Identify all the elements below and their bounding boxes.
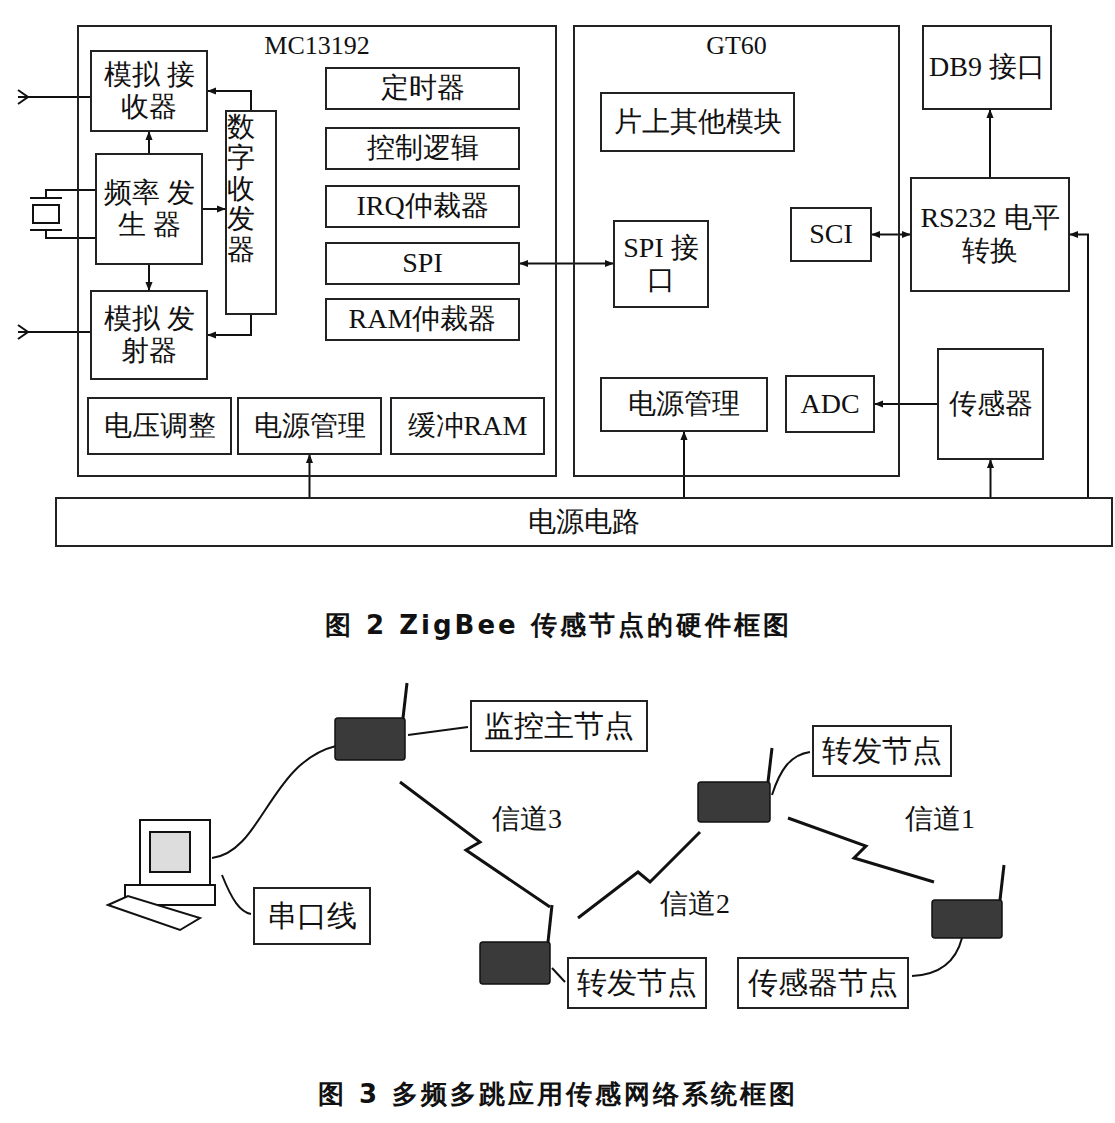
box-label: 模拟 发射器 bbox=[92, 303, 206, 367]
rf-input-chevron bbox=[18, 90, 28, 104]
process-box: 控制逻辑 bbox=[325, 127, 520, 170]
process-box: 缓冲RAM bbox=[390, 397, 545, 455]
power-band: 电源电路 bbox=[55, 497, 1113, 547]
signal-arrow bbox=[203, 208, 225, 210]
box-label: 缓冲RAM bbox=[408, 410, 528, 442]
device-icon bbox=[932, 900, 1002, 938]
process-box: ADC bbox=[785, 375, 875, 433]
computer-monitor bbox=[140, 820, 210, 885]
process-box: 模拟 接收器 bbox=[90, 50, 208, 132]
channel-label: 信道3 bbox=[492, 800, 562, 838]
box-label: 电源管理 bbox=[254, 410, 366, 442]
radio-link bbox=[400, 782, 550, 907]
leader-line bbox=[222, 875, 251, 914]
process-box: IRQ仲裁器 bbox=[325, 185, 520, 228]
box-label: 传感器 bbox=[949, 388, 1033, 420]
box-label: IRQ仲裁器 bbox=[356, 190, 488, 222]
process-box: 数字收发器 bbox=[225, 110, 277, 315]
crystal-leads bbox=[46, 190, 95, 238]
process-box: 传感器节点 bbox=[737, 957, 909, 1009]
process-box: 模拟 发射器 bbox=[90, 290, 208, 380]
crystal-plates bbox=[30, 198, 62, 230]
figure-caption: 图 2 ZigBee 传感节点的硬件框图 bbox=[325, 608, 792, 643]
box-label: 转发节点 bbox=[822, 734, 942, 769]
box-label: SPI bbox=[402, 247, 442, 279]
box-label: 模拟 接收器 bbox=[92, 59, 206, 123]
device-icon bbox=[335, 718, 405, 760]
channel-label: 信道2 bbox=[660, 885, 730, 923]
box-label: 传感器节点 bbox=[748, 966, 898, 1001]
signal-arrow bbox=[208, 91, 251, 110]
process-box: 电源管理 bbox=[600, 377, 768, 432]
device-icon bbox=[480, 942, 550, 984]
signal-arrow bbox=[989, 110, 991, 177]
signal-arrow bbox=[872, 234, 910, 236]
process-box: 片上其他模块 bbox=[600, 92, 795, 152]
box-label: 定时器 bbox=[381, 72, 465, 104]
signal-arrow bbox=[1070, 235, 1088, 498]
rf-output-chevron bbox=[18, 325, 28, 339]
device-icon bbox=[698, 782, 770, 822]
signal-arrow bbox=[683, 432, 685, 497]
box-label: 串口线 bbox=[267, 899, 357, 934]
antenna bbox=[1000, 865, 1004, 900]
box-label: RAM仲裁器 bbox=[349, 303, 497, 335]
channel-label: 信道1 bbox=[905, 800, 975, 838]
process-box: 串口线 bbox=[253, 887, 371, 945]
leader-line bbox=[772, 752, 810, 795]
serial-cable bbox=[212, 746, 336, 858]
process-box: RS232 电平转换 bbox=[910, 177, 1070, 292]
signal-arrow bbox=[148, 132, 150, 153]
box-label: SCI bbox=[809, 218, 853, 250]
chip-block: MC13192模拟 接收器频率 发生 器模拟 发射器数字收发器定时器控制逻辑IR… bbox=[77, 25, 557, 477]
process-box: SPI 接口 bbox=[613, 220, 709, 308]
computer-screen bbox=[150, 832, 190, 872]
signal-arrow bbox=[990, 460, 992, 497]
antenna bbox=[403, 683, 407, 718]
signal-arrow bbox=[875, 403, 937, 405]
process-box: 传感器 bbox=[937, 348, 1044, 460]
box-label: ADC bbox=[800, 388, 859, 420]
signal-arrow bbox=[148, 265, 150, 290]
box-label: 监控主节点 bbox=[484, 709, 634, 744]
signal-arrow bbox=[208, 315, 251, 335]
process-box: 监控主节点 bbox=[470, 700, 648, 752]
box-label: DB9 接口 bbox=[929, 51, 1045, 83]
process-box: 电源管理 bbox=[237, 397, 382, 455]
signal-arrow bbox=[520, 263, 613, 265]
leader-line bbox=[552, 968, 565, 982]
process-box: 定时器 bbox=[325, 67, 520, 110]
process-box: 转发节点 bbox=[812, 725, 952, 777]
process-box: SCI bbox=[790, 207, 872, 262]
process-box: 频率 发生 器 bbox=[95, 153, 203, 265]
antenna bbox=[768, 748, 772, 782]
box-label: SPI 接口 bbox=[615, 232, 707, 296]
box-label: 电源管理 bbox=[628, 388, 740, 420]
antenna bbox=[548, 905, 552, 942]
leader-line bbox=[408, 727, 468, 735]
box-label: 电源电路 bbox=[528, 506, 640, 538]
process-box: 电压调整 bbox=[87, 397, 232, 455]
process-box: 转发节点 bbox=[567, 957, 707, 1009]
figure-caption: 图 3 多频多跳应用传感网络系统框图 bbox=[318, 1077, 798, 1112]
process-box: RAM仲裁器 bbox=[325, 298, 520, 341]
block-title: GT60 bbox=[575, 31, 898, 61]
box-label: 电压调整 bbox=[104, 410, 216, 442]
computer-keyboard bbox=[108, 896, 200, 930]
box-label: 数字收发器 bbox=[227, 112, 255, 266]
crystal-body bbox=[33, 205, 59, 223]
box-label: 控制逻辑 bbox=[367, 132, 479, 164]
box-label: 片上其他模块 bbox=[614, 106, 782, 138]
mcu-block: GT60 片上其他模块 SPI 接口 SCI 电源管理 ADC bbox=[573, 25, 900, 477]
process-box: DB9 接口 bbox=[922, 25, 1052, 110]
box-label: 转发节点 bbox=[577, 966, 697, 1001]
box-label: 频率 发生 器 bbox=[97, 177, 201, 241]
box-label: RS232 电平转换 bbox=[912, 202, 1068, 266]
leader-line bbox=[912, 938, 962, 976]
process-box: SPI bbox=[325, 242, 520, 285]
